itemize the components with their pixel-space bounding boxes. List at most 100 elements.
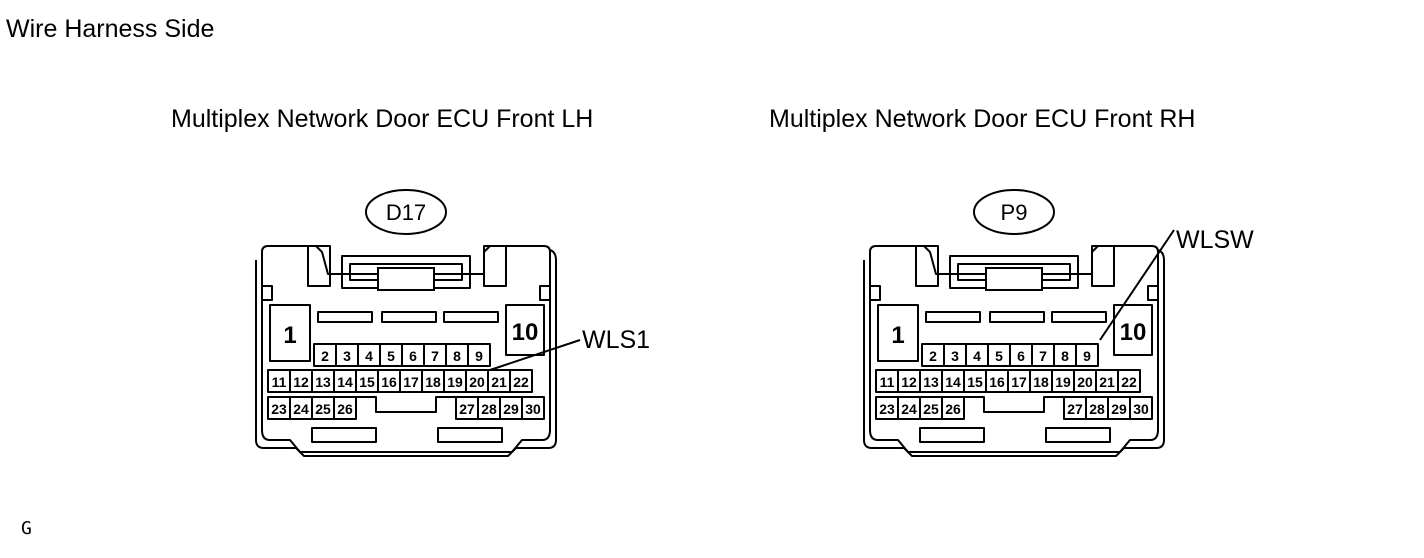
pin-number: 22 (1121, 374, 1137, 390)
connector-latch-tab (985, 267, 1043, 291)
pin-number: 20 (1077, 374, 1093, 390)
connector-foot-left (919, 427, 985, 443)
pin-number: 7 (431, 348, 439, 364)
pin-number: 10 (1120, 319, 1147, 346)
pin-number: 17 (1011, 374, 1027, 390)
pin-cell (941, 396, 965, 420)
page-title: Wire Harness Side (6, 15, 215, 43)
pin-number: 28 (1089, 401, 1105, 417)
connector-foot-right (437, 427, 503, 443)
connector-foot-right (1045, 427, 1111, 443)
pin-number: 5 (995, 348, 1003, 364)
connector-slot (443, 311, 499, 323)
pin-cell (333, 396, 357, 420)
pin-number: 21 (1099, 374, 1115, 390)
pin-number: 3 (951, 348, 959, 364)
pin-number: 25 (923, 401, 939, 417)
pin-number: 27 (459, 401, 475, 417)
connector-post-left (915, 245, 939, 287)
connector-slot (317, 311, 373, 323)
pin-number: 16 (989, 374, 1005, 390)
connector-housing-outer (255, 249, 557, 457)
pin-number: 10 (512, 319, 539, 346)
pin-number: 2 (321, 348, 329, 364)
pin-number: 18 (425, 374, 441, 390)
pin-cell (467, 343, 491, 367)
pin-number: 11 (272, 374, 287, 390)
wire-lead-line (489, 339, 581, 371)
pin-number: 3 (343, 348, 351, 364)
wire-label: WLSW (1176, 226, 1254, 254)
pin-number: 24 (901, 401, 917, 417)
pin-number: 27 (1067, 401, 1083, 417)
pin-number: 17 (403, 374, 419, 390)
connector-notch-right (539, 285, 550, 301)
connector-key (356, 396, 456, 413)
pin-cell (509, 369, 533, 393)
pin-number: 16 (381, 374, 397, 390)
pin-cell (521, 396, 545, 420)
pin-number: 9 (475, 348, 483, 364)
pin-number: 1 (891, 322, 904, 349)
pin-number: 15 (967, 374, 983, 390)
connector-code: D17 (386, 200, 426, 225)
connector-key (964, 396, 1064, 413)
connector-post-left (307, 245, 331, 287)
connector-housing (261, 245, 551, 453)
pin-number: 8 (453, 348, 461, 364)
pin-number: 18 (1033, 374, 1049, 390)
connector-code-ellipse (973, 189, 1055, 235)
pin-number: 29 (503, 401, 519, 417)
pin-cell (877, 304, 919, 362)
pin-number: 6 (1017, 348, 1025, 364)
pin-cell (1113, 304, 1153, 356)
pin-number: 4 (973, 348, 981, 364)
pin-number: 13 (315, 374, 331, 390)
connector-foot-left (311, 427, 377, 443)
wire-lead-line (1099, 229, 1175, 341)
pin-number: 14 (337, 374, 353, 390)
connector-slot (381, 311, 437, 323)
connector-post-right (483, 245, 507, 287)
connector-code-ellipse (365, 189, 447, 235)
pin-number: 22 (513, 374, 529, 390)
pin-number: 7 (1039, 348, 1047, 364)
pin-number: 4 (365, 348, 373, 364)
connector-slot (989, 311, 1045, 323)
pin-number: 15 (359, 374, 375, 390)
connector-title-lh: Multiplex Network Door ECU Front LH (171, 105, 594, 133)
pin-number: 14 (945, 374, 961, 390)
pin-number: 23 (271, 401, 287, 417)
connector-latch-tab (377, 267, 435, 291)
pin-number: 19 (447, 374, 463, 390)
pin-number: 29 (1111, 401, 1127, 417)
pin-cell (1129, 396, 1153, 420)
pin-number: 26 (945, 401, 961, 417)
pin-number: 30 (1133, 401, 1149, 417)
pin-number: 12 (293, 374, 309, 390)
pin-number: 23 (879, 401, 895, 417)
connector-housing-outer (863, 249, 1165, 457)
pin-number: 13 (923, 374, 939, 390)
pin-number: 6 (409, 348, 417, 364)
pin-number: 28 (481, 401, 497, 417)
connector-title-rh: Multiplex Network Door ECU Front RH (769, 105, 1196, 133)
pin-number: 1 (283, 322, 296, 349)
connector-notch-right (1147, 285, 1158, 301)
pin-number: 12 (901, 374, 917, 390)
pin-number: 25 (315, 401, 331, 417)
pin-number: 21 (491, 374, 507, 390)
connector-code: P9 (1001, 200, 1028, 225)
connector-notch-left (262, 285, 273, 301)
pin-number: 26 (337, 401, 353, 417)
pin-number: 2 (929, 348, 937, 364)
pin-number: 5 (387, 348, 395, 364)
pin-number: 9 (1083, 348, 1091, 364)
pin-cell (269, 304, 311, 362)
pin-number: 8 (1061, 348, 1069, 364)
wire-label: WLS1 (582, 326, 650, 354)
connector-slot (1051, 311, 1107, 323)
